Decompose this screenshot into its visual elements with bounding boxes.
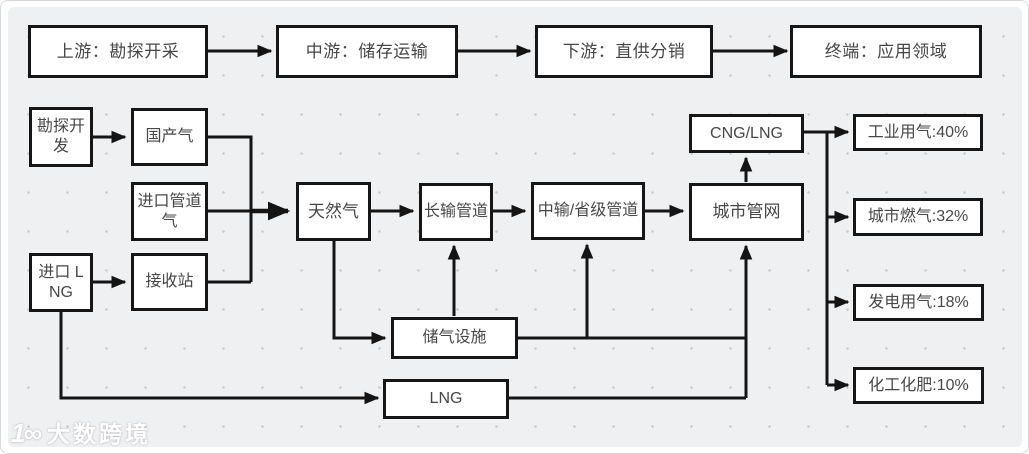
node-imported-pipeline-gas: 进口管道气 xyxy=(131,182,208,241)
edge-naturalgas-storage xyxy=(332,241,387,345)
stage-midstream: 中游：储存运输 xyxy=(276,25,458,78)
node-imported-lng: 进口 LNG xyxy=(29,253,93,312)
edge-collector-vertical xyxy=(208,135,253,282)
node-gas-storage: 储气设施 xyxy=(391,317,518,359)
stage-terminal: 终端：应用领域 xyxy=(790,25,982,78)
node-long-distance-pipeline: 长输管道 xyxy=(419,183,493,241)
node-cng-lng: CNG/LNG xyxy=(689,114,804,153)
watermark-text: 大数跨境 xyxy=(47,421,151,447)
node-natural-gas: 天然气 xyxy=(296,182,371,241)
node-city-network: 城市管网 xyxy=(689,183,804,241)
node-power-generation-use: 发电用气:18% xyxy=(853,284,984,321)
node-industrial-use: 工业用气:40% xyxy=(853,114,983,151)
node-mid-provincial-pipeline: 中输/省级管道 xyxy=(531,182,645,240)
node-receiving-station: 接收站 xyxy=(131,253,208,311)
edge-terminal-trunk xyxy=(804,130,829,385)
stage-upstream: 上游：勘探开采 xyxy=(28,25,208,78)
node-lng: LNG xyxy=(383,379,509,419)
node-chemical-fertilizer-use: 化工化肥:10% xyxy=(853,367,984,404)
watermark: 1∞ 大数跨境 xyxy=(11,415,151,449)
node-city-gas-use: 城市燃气:32% xyxy=(853,198,983,236)
node-exploration: 勘探开发 xyxy=(29,107,93,167)
stage-downstream: 下游：直供分销 xyxy=(535,25,713,78)
edge-importlng-lng xyxy=(59,312,380,405)
node-domestic-gas: 国产气 xyxy=(131,108,208,166)
watermark-logo-icon: 1∞ xyxy=(11,418,42,448)
